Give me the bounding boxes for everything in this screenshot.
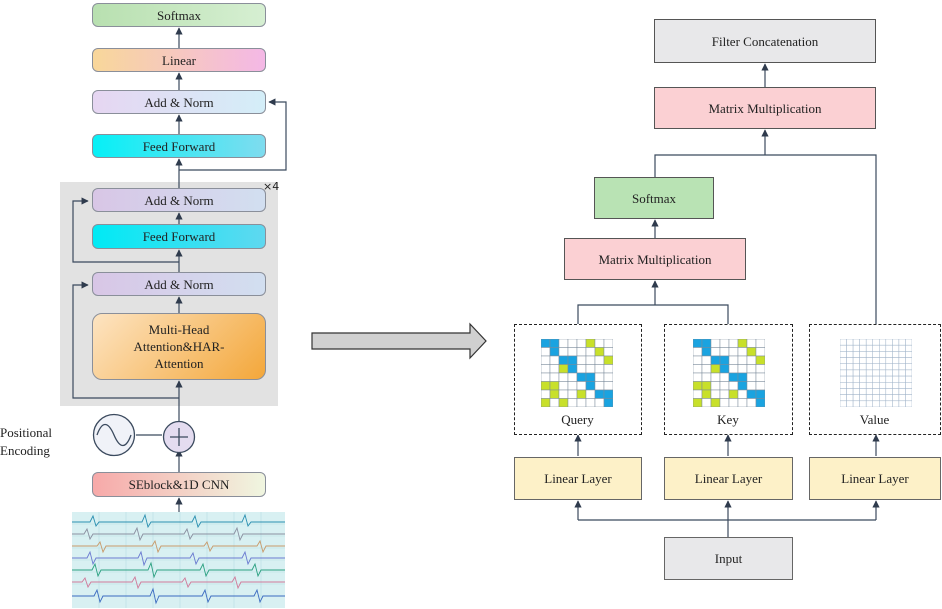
value-panel: Value [809, 324, 941, 435]
matrix-multiplication-top-box: Matrix Multiplication [654, 87, 876, 129]
key-panel: Key [664, 324, 793, 435]
feed-forward-top-box: Feed Forward [92, 134, 266, 158]
linear-layer-value-box: Linear Layer [809, 457, 941, 500]
add-norm-box-2: Add & Norm [92, 272, 266, 296]
feed-forward-box: Feed Forward [92, 224, 266, 249]
add-norm-top-box: Add & Norm [92, 90, 266, 114]
key-matrix-grid [692, 338, 766, 408]
softmax-output-box: Softmax [92, 3, 266, 27]
ecg-signal-image [72, 512, 285, 608]
add-circle-icon [162, 420, 196, 454]
input-box: Input [664, 537, 793, 580]
softmax-box: Softmax [594, 177, 714, 219]
attention-box: Multi-Head Attention&HAR-Attention [92, 313, 266, 380]
repeat-count-label: ×4 [263, 180, 280, 193]
matrix-multiplication-bottom-box: Matrix Multiplication [564, 238, 746, 280]
linear-layer-key-box: Linear Layer [664, 457, 793, 500]
query-panel: Query [514, 324, 642, 435]
linear-layer-query-box: Linear Layer [514, 457, 642, 500]
value-label: Value [859, 412, 890, 427]
add-norm-box-1: Add & Norm [92, 188, 266, 212]
query-matrix-grid [540, 338, 614, 408]
transition-arrow [311, 322, 487, 360]
seblock-cnn-box: SEblock&1D CNN [92, 472, 266, 497]
filter-concatenation-box: Filter Concatenation [654, 19, 876, 63]
linear-box: Linear [92, 48, 266, 72]
sine-wave-icon [92, 413, 136, 457]
value-matrix-grid [839, 338, 913, 408]
query-label: Query [561, 412, 594, 427]
key-label: Key [717, 412, 739, 427]
positional-encoding-label: Positional Encoding [0, 425, 53, 458]
